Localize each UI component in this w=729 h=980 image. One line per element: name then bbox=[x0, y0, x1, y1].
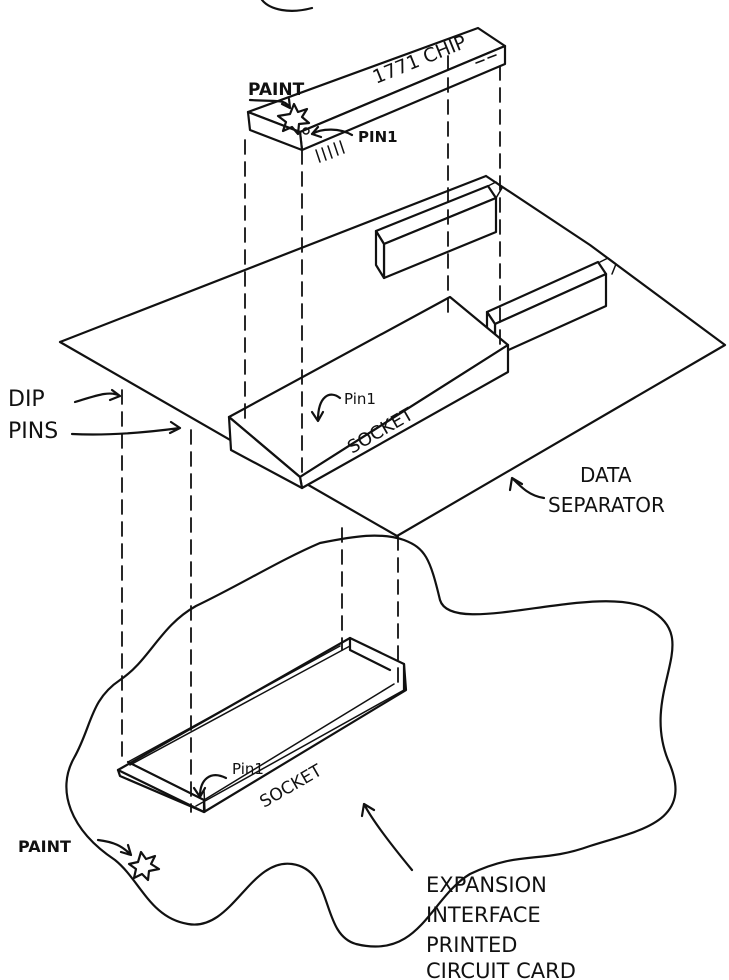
paint-star-bottom bbox=[127, 850, 161, 882]
paint-top-arrow bbox=[248, 97, 292, 110]
board-component-right bbox=[485, 257, 617, 358]
pin1-lower-arrow bbox=[192, 774, 228, 799]
paint-top-label: PAINT bbox=[248, 80, 305, 100]
paint-bottom-arrow bbox=[96, 838, 133, 857]
upper-socket bbox=[227, 295, 510, 490]
dip-pins-arrow-2 bbox=[70, 420, 182, 436]
lower-socket-base bbox=[116, 636, 408, 814]
chip-pin-marks bbox=[315, 54, 497, 163]
chip-paint-star bbox=[276, 102, 311, 136]
data-separator-arrow bbox=[508, 476, 546, 500]
paint-bottom-label: PAINT bbox=[18, 837, 71, 856]
data-separator-label-line1: DATA bbox=[580, 463, 632, 487]
pin1-chip-arrow bbox=[310, 125, 354, 139]
dip-pins-label-line2: PINS bbox=[8, 419, 58, 444]
card-label-line1: EXPANSION bbox=[426, 873, 547, 897]
data-separator-label-line2: SEPARATOR bbox=[548, 493, 665, 517]
board-component-upper bbox=[374, 181, 503, 280]
pin1-chip-label: PIN1 bbox=[358, 128, 398, 146]
pin1-upper-label: Pin1 bbox=[344, 390, 376, 408]
pin1-upper-arrow bbox=[310, 393, 342, 423]
pointer-arrows bbox=[70, 97, 546, 872]
dip-pins-label-line1: DIP bbox=[8, 387, 45, 412]
chip-pin1-dot bbox=[302, 127, 310, 135]
alignment-lines bbox=[121, 55, 501, 813]
card-label-line2: INTERFACE bbox=[426, 903, 541, 927]
chip-1771 bbox=[246, 26, 507, 163]
card-label-line3: PRINTED bbox=[426, 933, 517, 957]
dip-pins-arrow-1 bbox=[73, 388, 122, 404]
expansion-card-outline bbox=[65, 534, 677, 948]
pin1-lower-label: Pin1 bbox=[232, 760, 264, 778]
lower-socket bbox=[116, 636, 408, 814]
top-edge-loop bbox=[260, 0, 314, 12]
card-label-line4: CIRCUIT CARD bbox=[426, 959, 576, 980]
data-separator-board bbox=[58, 174, 727, 538]
card-arrow bbox=[360, 802, 414, 872]
upper-socket-end bbox=[227, 415, 304, 490]
